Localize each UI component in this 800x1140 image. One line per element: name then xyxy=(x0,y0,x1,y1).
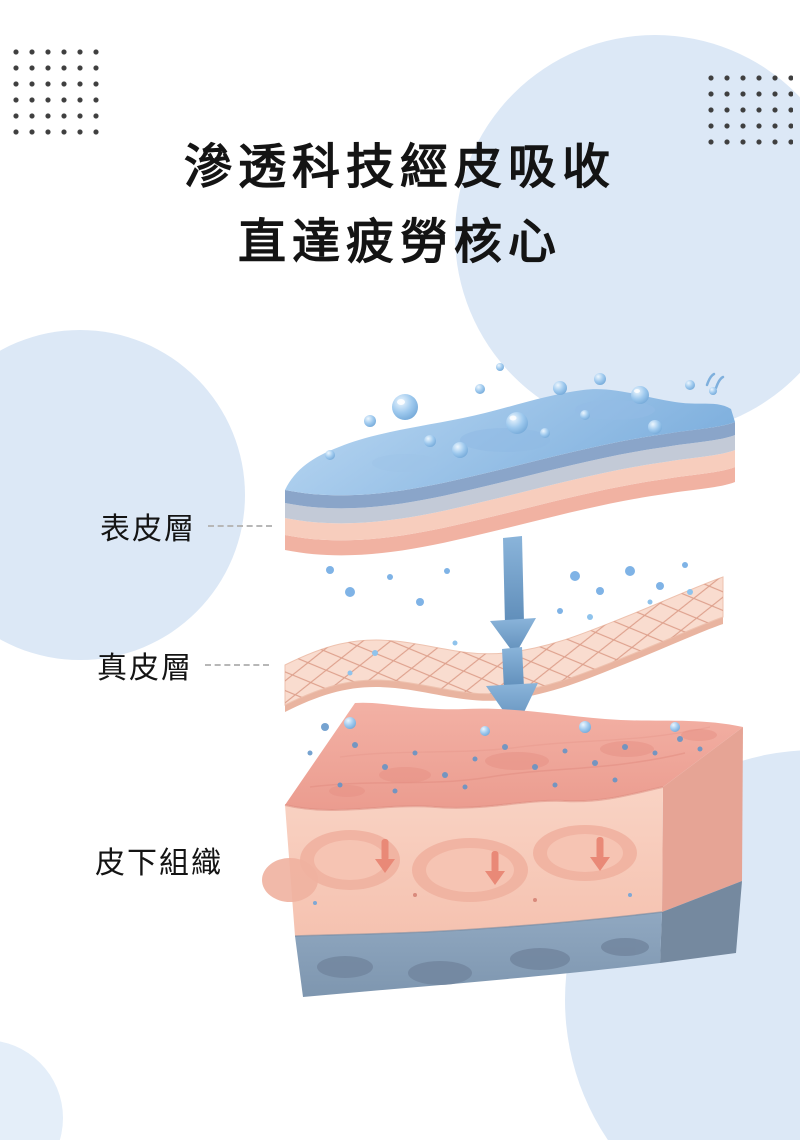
label-epidermis: 表皮層 xyxy=(100,504,272,548)
subcutaneous-layer xyxy=(262,702,743,997)
surface-droplets xyxy=(325,363,717,460)
page-title: 滲透科技經皮吸收 直達疲勞核心 xyxy=(0,130,800,280)
down-arrow-icon-upper xyxy=(490,536,536,655)
background-circle-bottom-left xyxy=(0,1040,63,1140)
dot-grid-top-right xyxy=(703,70,793,146)
epidermis-layer xyxy=(285,372,735,556)
subcutaneous-droplets xyxy=(307,717,703,794)
dermis-droplets xyxy=(347,589,693,676)
splash-tick-icon xyxy=(705,372,725,390)
title-line-1: 滲透科技經皮吸收 xyxy=(183,141,616,195)
label-epidermis-text: 表皮層 xyxy=(100,513,196,546)
dermis-layer xyxy=(284,576,724,712)
dot-grid-top-left xyxy=(8,44,100,136)
label-dermis-connector xyxy=(205,664,269,666)
background-circle-left xyxy=(0,330,245,660)
label-dermis-text: 真皮層 xyxy=(97,652,193,685)
base-band-texture xyxy=(317,938,649,985)
label-dermis: 真皮層 xyxy=(97,643,269,687)
label-subcutaneous: 皮下組織 xyxy=(95,838,223,882)
subcutaneous-top-texture xyxy=(309,726,717,797)
fat-lobules xyxy=(262,825,637,905)
label-epidermis-connector xyxy=(208,525,272,527)
skin-illustration xyxy=(262,363,743,997)
falling-droplets-upper xyxy=(326,562,688,614)
label-subcutaneous-text: 皮下組織 xyxy=(95,847,223,880)
down-arrow-icon-lower xyxy=(486,647,538,729)
title-line-2: 直達疲勞核心 xyxy=(237,216,562,270)
